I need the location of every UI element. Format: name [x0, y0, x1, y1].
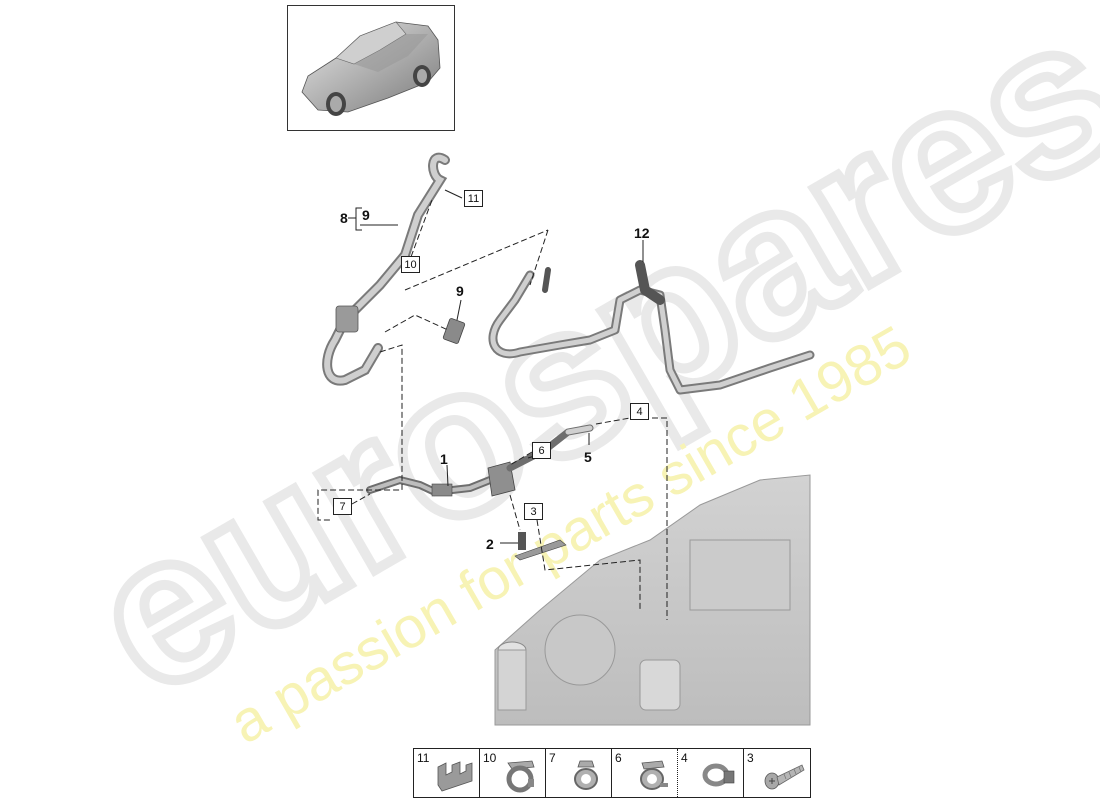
boxed-callout-10: 10 [401, 256, 420, 273]
hose-clamp-icon [506, 760, 535, 793]
legend-cell-3: 3 [744, 749, 810, 797]
callout-2: 2 [486, 536, 494, 552]
callout-8: 8 [340, 210, 348, 226]
retaining-clip-icon [437, 761, 473, 792]
hose-clamp-icon [640, 760, 668, 790]
engine-block [494, 474, 811, 726]
sensor-9 [442, 318, 466, 344]
hose-clamp-icon [702, 763, 735, 787]
legend-number: 10 [483, 751, 497, 765]
screw-icon [764, 764, 805, 790]
coolant-pipe-12 [488, 260, 815, 395]
legend-number: 4 [681, 751, 688, 765]
legend-number: 3 [747, 751, 754, 765]
legend-cell-10: 10 [480, 749, 546, 797]
boxed-callout-3: 3 [524, 503, 543, 520]
legend-number: 6 [615, 751, 622, 765]
boxed-callout-7: 7 [333, 498, 352, 515]
vehicle-thumbnail [287, 5, 455, 131]
coolant-hose-1 [366, 475, 494, 497]
callout-9-sensor: 9 [456, 283, 464, 299]
bracket-2 [514, 532, 567, 561]
hose-connector [335, 305, 359, 333]
legend-cell-11: 11 [414, 749, 480, 797]
legend-number: 11 [417, 751, 430, 765]
hose-clamp-icon [574, 760, 598, 790]
callout-12: 12 [634, 225, 650, 241]
legend-number: 7 [549, 751, 556, 765]
callout-5: 5 [584, 449, 592, 465]
boxed-callout-4: 4 [630, 403, 649, 420]
callout-1: 1 [440, 451, 448, 467]
hose-5 [506, 424, 594, 472]
car-icon [301, 21, 441, 116]
coolant-hose-8 [322, 152, 450, 386]
callout-9-bracket: 9 [362, 207, 370, 223]
parts-legend: 11 10 7 6 4 [413, 748, 811, 798]
legend-cell-4: 4 [678, 749, 744, 797]
legend-cell-7: 7 [546, 749, 612, 797]
boxed-callout-6: 6 [532, 442, 551, 459]
boxed-callout-11: 11 [464, 190, 483, 207]
legend-cell-6: 6 [612, 749, 678, 797]
